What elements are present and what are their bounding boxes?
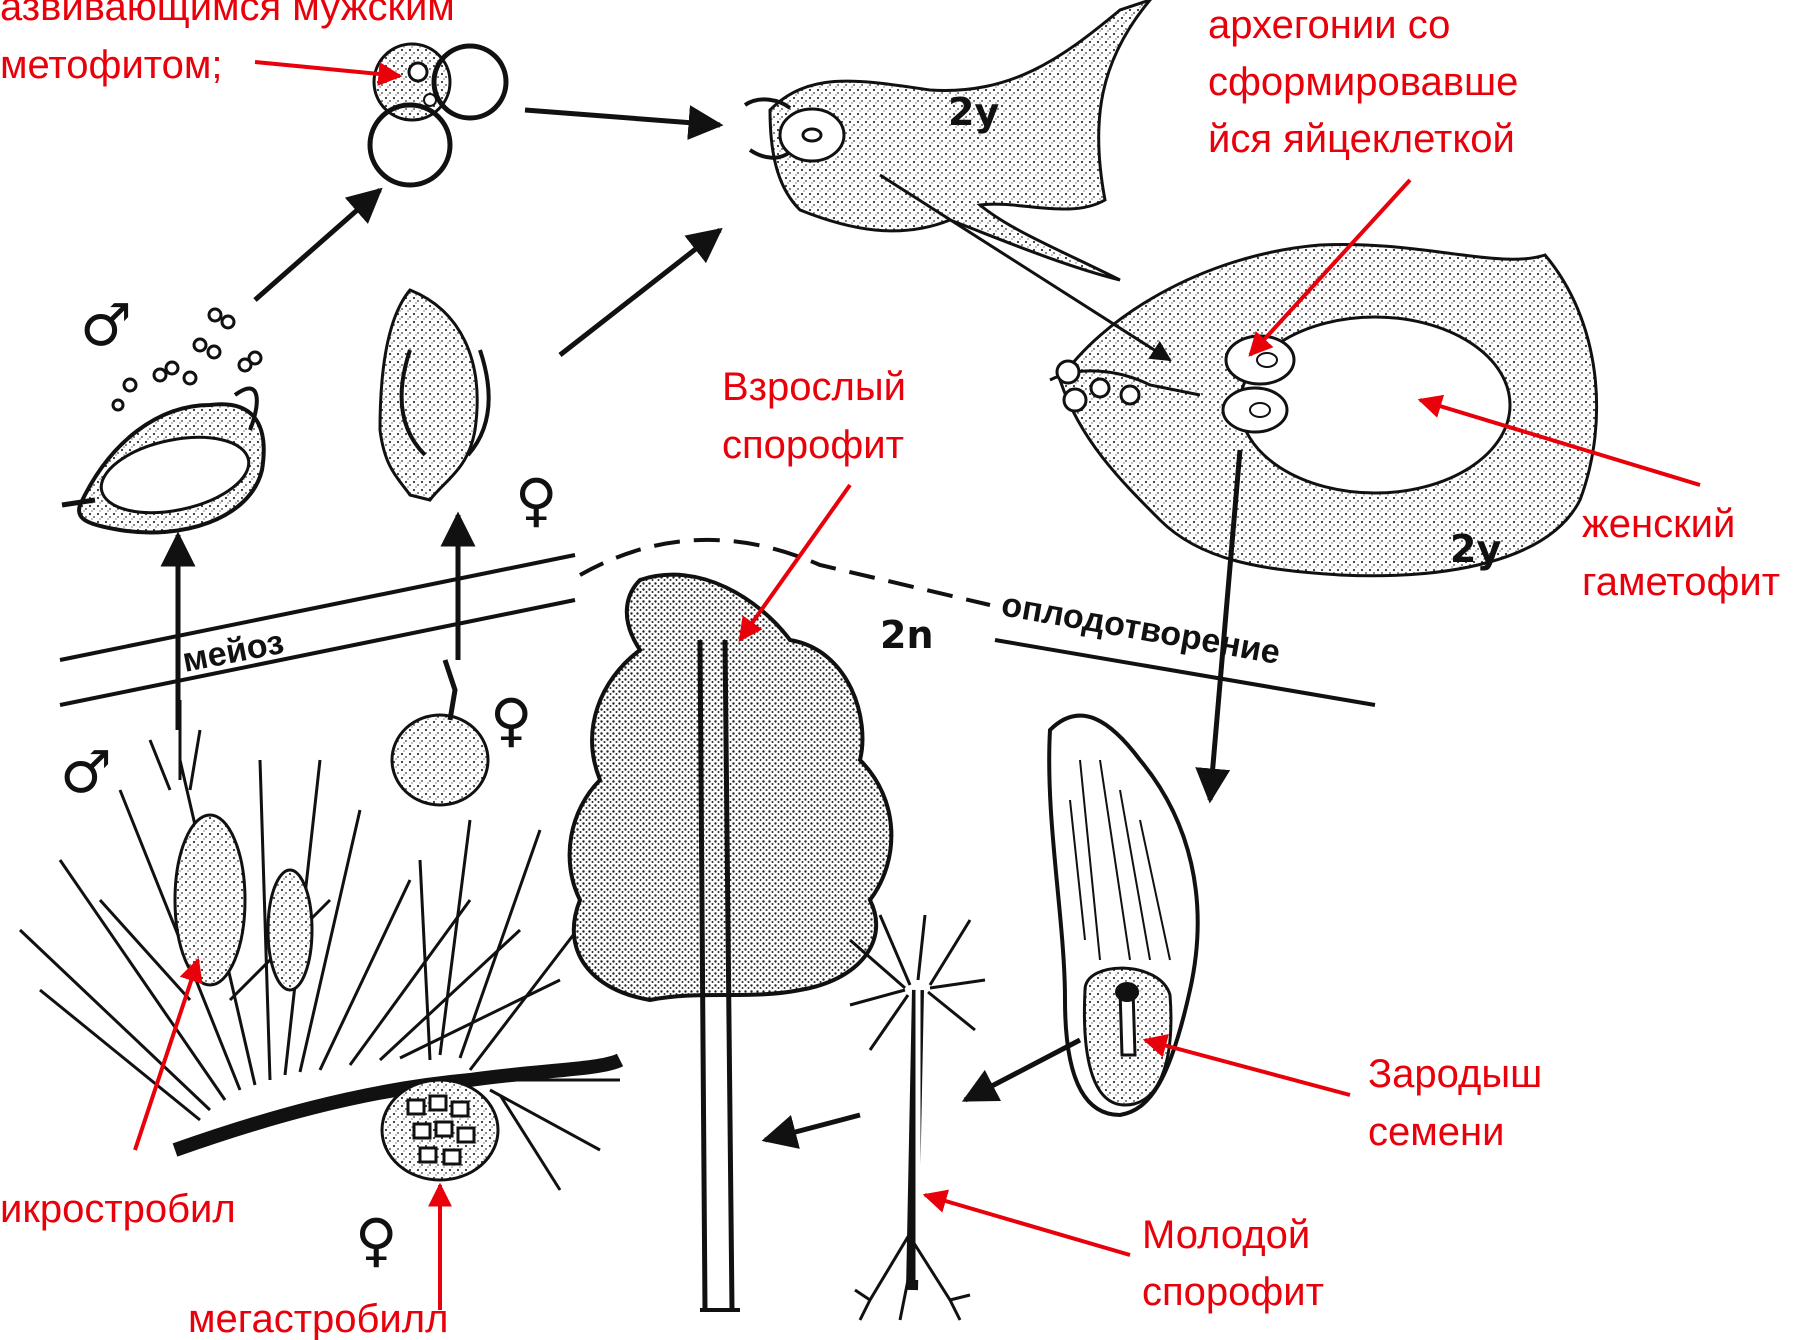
label-archegonia-line1: архегонии со	[1208, 3, 1450, 47]
male-symbol-branch: ♂	[60, 738, 112, 806]
adult-pine-tree-illustration	[570, 575, 892, 1310]
label-archegonia-line3: йся яйцеклеткой	[1208, 117, 1515, 161]
male-symbol-upper: ♂	[80, 291, 132, 359]
ploidy-2n-label: 2n	[880, 613, 934, 657]
female-symbol-branch-top: ♀	[490, 686, 532, 754]
seedling-illustration	[850, 915, 985, 1320]
fertilization-label: оплодотворение	[999, 585, 1283, 671]
label-young-sporophyte-line2: спорофит	[1142, 1270, 1324, 1314]
pollen-grain-illustration	[370, 44, 506, 185]
ploidy-2y-right-label: 2y	[1450, 527, 1501, 571]
label-adult-sporophyte-line1: Взрослый	[722, 365, 906, 409]
label-male-gametophyte-line1: азвивающимся мужским	[0, 0, 455, 29]
label-embryo-line2: семени	[1368, 1110, 1504, 1154]
label-male-gametophyte-line2: метофитом;	[0, 43, 223, 87]
seed-illustration	[1049, 716, 1197, 1115]
ovulate-scale-illustration	[380, 290, 489, 500]
label-microstrobil: икростробил	[0, 1187, 236, 1231]
label-female-gametophyte-line2: гаметофит	[1582, 560, 1780, 604]
female-symbol-scale: ♀	[515, 466, 557, 534]
label-archegonia-line2: сформировавше	[1208, 60, 1518, 104]
female-gametophyte-illustration	[1050, 244, 1597, 575]
label-young-sporophyte-line1: Молодой	[1142, 1213, 1310, 1257]
label-embryo-line1: Зародыш	[1368, 1052, 1542, 1096]
label-adult-sporophyte-line2: спорофит	[722, 423, 904, 467]
ovule-2y-illustration	[745, 0, 1150, 280]
female-symbol-branch-bottom: ♀	[355, 1206, 397, 1274]
label-female-gametophyte-line1: женский	[1582, 502, 1735, 546]
ploidy-2y-top-label: 2y	[948, 90, 999, 134]
label-megastrobil: мегастробилл	[188, 1297, 448, 1340]
